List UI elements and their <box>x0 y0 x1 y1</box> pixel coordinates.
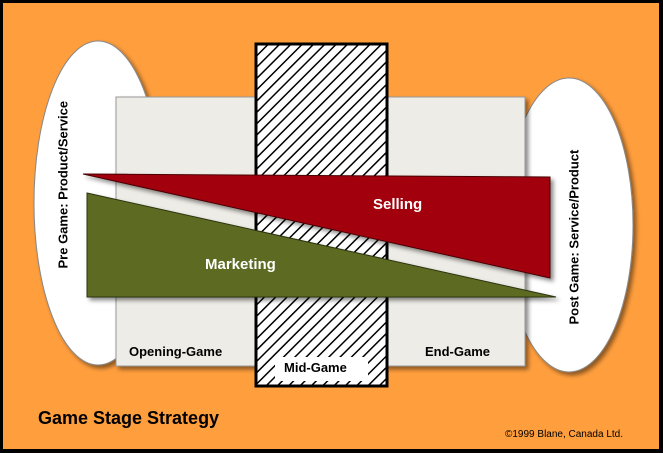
copyright-text: ©1999 Blane, Canada Ltd. <box>505 429 624 440</box>
diagram-title: Game Stage Strategy <box>38 408 220 428</box>
post-game-label: Post Game: Service/Product <box>566 149 582 325</box>
marketing-band <box>86 192 557 298</box>
mid-game-label-box <box>275 357 368 381</box>
selling-label: Selling <box>373 196 423 213</box>
end-game-label: End-Game <box>425 344 491 359</box>
marketing-label: Marketing <box>205 256 276 273</box>
opening-game-label: Opening-Game <box>129 344 223 359</box>
diagram-graphics <box>33 40 634 388</box>
diagram-canvas: Pre Game: Product/Service Post Game: Ser… <box>3 3 659 449</box>
selling-band <box>82 173 551 279</box>
mid-game-label: Mid-Game <box>284 360 347 375</box>
pre-game-label: Pre Game: Product/Service <box>55 100 71 269</box>
